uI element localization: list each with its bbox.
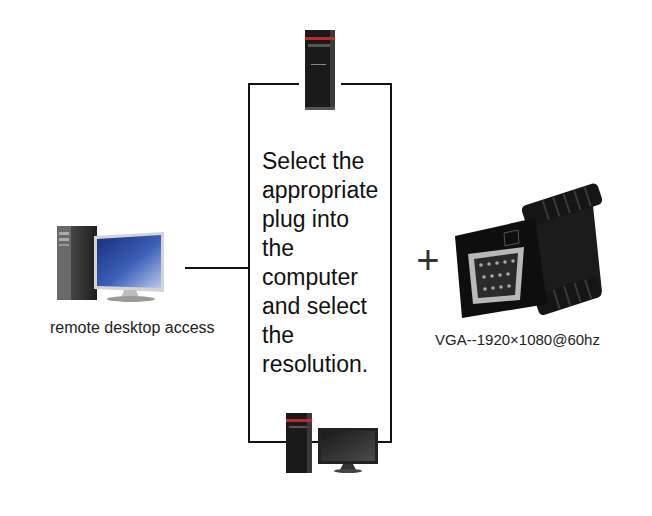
top-screw <box>521 182 604 228</box>
tower-side <box>307 413 312 473</box>
tower-badge <box>311 64 326 65</box>
pin <box>498 273 502 277</box>
dsub-insert <box>474 253 518 298</box>
tower-side <box>330 30 335 110</box>
device-caption: remote desktop access <box>50 319 215 337</box>
screw-body <box>521 182 604 228</box>
screw-rib <box>543 201 549 220</box>
remote-computer-icon <box>57 226 164 302</box>
tower-stripe <box>305 37 335 40</box>
plus-sign: + <box>410 240 446 280</box>
tower-body <box>305 30 335 110</box>
screw-rib <box>554 290 560 309</box>
screw-rib <box>574 191 580 210</box>
plug-face <box>455 218 547 318</box>
tower-foot <box>305 107 335 110</box>
monitor-screen <box>97 235 161 288</box>
remote-computer-node: remote desktop access <box>50 222 185 314</box>
drive-bay <box>289 426 307 428</box>
top-tower-icon <box>299 25 341 113</box>
pin <box>490 274 494 278</box>
pin <box>495 261 499 265</box>
monitor-stand <box>340 464 356 470</box>
drive-bay <box>308 44 330 47</box>
instruction-text: Select the appropriate plug into the com… <box>262 147 383 379</box>
drive-bay <box>59 244 69 246</box>
pin <box>491 286 495 290</box>
pin <box>479 263 483 267</box>
screw-body <box>533 275 603 316</box>
local-computer-icon <box>286 413 378 473</box>
connector-line <box>185 267 248 269</box>
tower-body <box>57 226 97 300</box>
screw-rib <box>585 280 591 299</box>
pin <box>482 275 486 279</box>
pin <box>499 285 503 289</box>
pin <box>511 259 515 263</box>
tower-backdrop <box>299 25 341 113</box>
drive-bay <box>59 232 69 235</box>
dsub-pins <box>479 259 515 291</box>
monitor-screen <box>321 431 375 461</box>
screw-rib <box>575 283 581 302</box>
plug-emblem <box>504 230 519 246</box>
tower-front <box>57 226 71 300</box>
pin <box>503 260 507 264</box>
monitor-bezel <box>318 428 378 464</box>
plug-back <box>528 196 602 312</box>
monitor-bezel <box>94 232 164 292</box>
tower-body <box>286 413 312 473</box>
screw-rib <box>564 194 570 213</box>
monitor-base <box>334 469 362 473</box>
dsub-shell <box>468 247 524 304</box>
resolution-label: VGA--1920×1080@60hz <box>410 331 625 348</box>
screw-rib <box>553 197 559 216</box>
tower-stripe <box>286 419 312 422</box>
pin <box>487 262 491 266</box>
drive-bay <box>59 238 69 241</box>
bottom-screw <box>533 275 603 316</box>
monitor-stand <box>121 290 139 298</box>
pin <box>507 284 511 288</box>
instruction-box: Select the appropriate plug into the com… <box>248 83 392 443</box>
pin <box>506 272 510 276</box>
monitor-base <box>107 296 155 302</box>
screw-rib <box>564 286 570 305</box>
screw-rib <box>585 187 591 206</box>
vga-plug-image <box>455 182 603 318</box>
pin <box>483 287 487 291</box>
